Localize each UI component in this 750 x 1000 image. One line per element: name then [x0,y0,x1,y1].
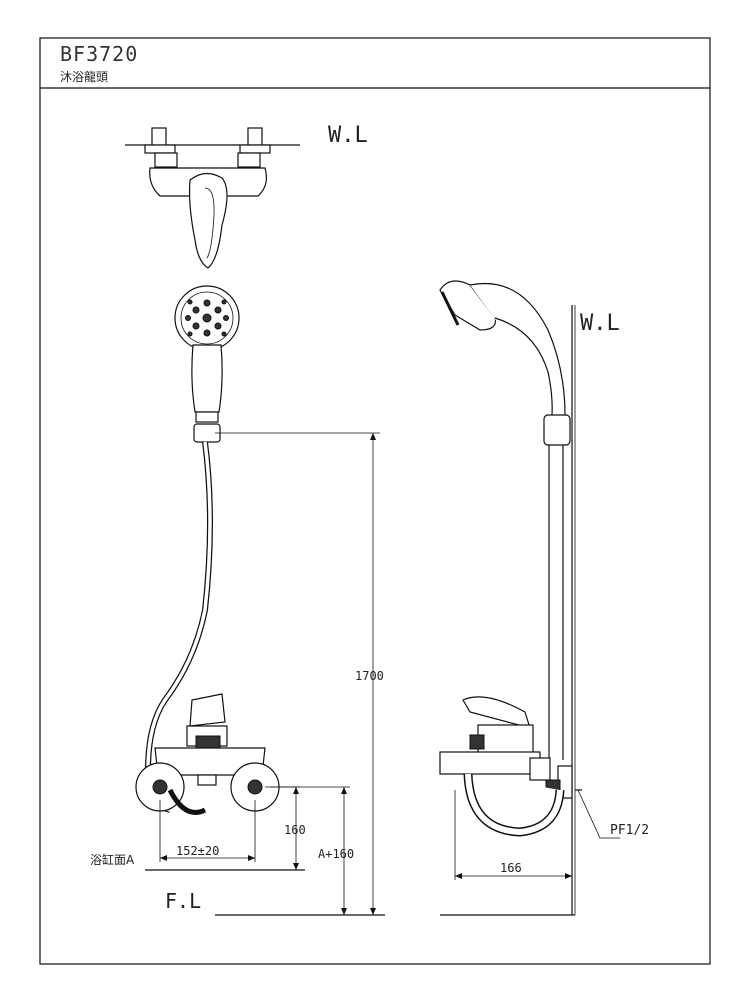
front-view [135,285,280,815]
dimension-lines [145,432,620,916]
dim-mount-height: A+160 [318,847,354,861]
spray-nozzles [185,299,229,337]
dim-outlet-spacing: 152±20 [176,844,219,858]
dim-projection: 166 [500,861,522,875]
wall-line-label-top: W.L [328,123,368,148]
model-number: BF3720 [60,42,139,66]
top-view [125,127,300,269]
product-name: 沐浴龍頭 [60,70,109,84]
inlet-thread-label: PF1/2 [610,823,649,838]
tub-surface-label: 浴缸面A [90,852,135,867]
drawing-frame [39,37,711,965]
dim-outlet-height: 160 [284,823,306,837]
side-view [439,280,582,915]
dim-total-height: 1700 [355,669,384,683]
title-block: BF3720 沐浴龍頭 [40,38,710,88]
wall-line-label-side: W.L [580,311,620,336]
floor-line-label: F.L [165,889,201,913]
mixer-lever [189,693,226,727]
